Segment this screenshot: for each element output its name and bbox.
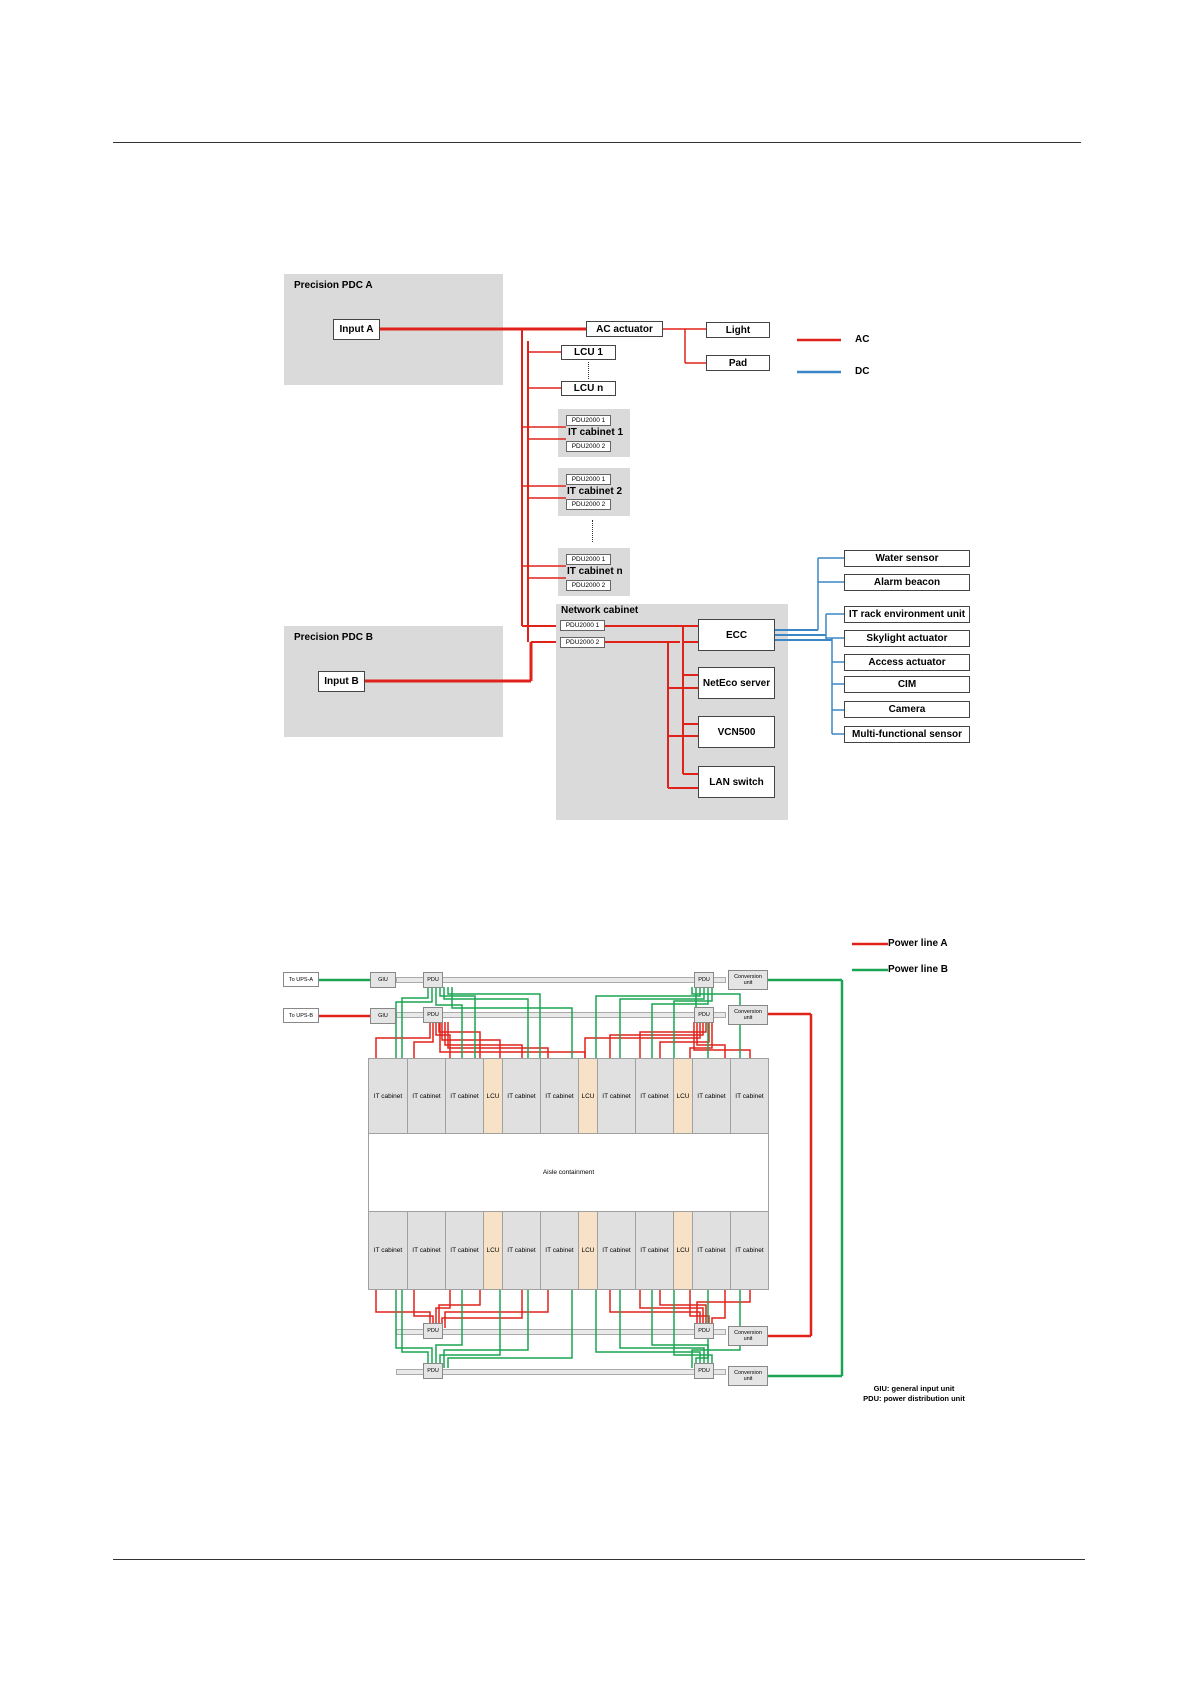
rack-bottom-7: LCU xyxy=(578,1211,598,1290)
pdu-a-top-right: PDU xyxy=(694,972,714,988)
lan-switch-box: LAN switch xyxy=(698,766,775,798)
busbar-a-bottom xyxy=(396,1369,726,1375)
rack-top-11: IT cabinet xyxy=(692,1058,731,1134)
rack-bottom-8: IT cabinet xyxy=(597,1211,636,1290)
vcn500-box: VCN500 xyxy=(698,716,775,748)
giu-a-box: GIU xyxy=(370,972,396,988)
rack-top-7: LCU xyxy=(578,1058,598,1134)
sensor-camera: Camera xyxy=(844,701,970,718)
conversion-unit-a-bottom: Conversion unit xyxy=(728,1366,768,1386)
busbar-a-top xyxy=(396,977,726,983)
pdu-a-top-left: PDU xyxy=(423,972,443,988)
legend-dc-label: DC xyxy=(855,366,870,377)
rack-top-9: IT cabinet xyxy=(635,1058,674,1134)
it-cabinet-n-title: IT cabinet n xyxy=(567,566,623,577)
header-rule xyxy=(113,142,1081,143)
rack-top-10: LCU xyxy=(673,1058,693,1134)
legend-power-line-a: Power line A xyxy=(888,938,948,949)
pdu-b-bottom-left: PDU xyxy=(423,1323,443,1339)
rack-top-2: IT cabinet xyxy=(407,1058,446,1134)
footer-rule xyxy=(113,1559,1085,1560)
rack-top-6: IT cabinet xyxy=(540,1058,579,1134)
rack-top-12: IT cabinet xyxy=(730,1058,769,1134)
sensor-multi-functional: Multi-functional sensor xyxy=(844,726,970,743)
ac-actuator-box: AC actuator xyxy=(586,321,663,337)
legend-ac-label: AC xyxy=(855,334,870,345)
rack-bottom-1: IT cabinet xyxy=(368,1211,408,1290)
to-ups-a-box: To UPS-A xyxy=(283,972,319,987)
to-ups-b-box: To UPS-B xyxy=(283,1008,319,1023)
neteco-server-box: NetEco server xyxy=(698,667,775,699)
rack-bottom-4: LCU xyxy=(483,1211,503,1290)
rack-top-5: IT cabinet xyxy=(502,1058,541,1134)
sensor-water: Water sensor xyxy=(844,550,970,567)
sensor-skylight-actuator: Skylight actuator xyxy=(844,630,970,647)
conversion-unit-a-top: Conversion unit xyxy=(728,970,768,990)
rack-bottom-6: IT cabinet xyxy=(540,1211,579,1290)
rack-top-3: IT cabinet xyxy=(445,1058,484,1134)
sensor-cim: CIM xyxy=(844,676,970,693)
light-box: Light xyxy=(706,322,770,338)
pdu-b-top-left: PDU xyxy=(423,1007,443,1023)
input-a-box: Input A xyxy=(333,319,380,340)
pdu-a-bottom-left: PDU xyxy=(423,1363,443,1379)
it-cabinet-1-pdu1: PDU2000 1 xyxy=(566,415,611,426)
it-cabinet-n-pdu2: PDU2000 2 xyxy=(566,580,611,591)
rack-top-1: IT cabinet xyxy=(368,1058,408,1134)
zone-pdc-b-title: Precision PDC B xyxy=(294,632,373,643)
aisle-containment: Aisle containment xyxy=(368,1133,769,1212)
it-cabinet-1-title: IT cabinet 1 xyxy=(568,427,624,438)
note-pdu: PDU: power distribution unit xyxy=(863,1394,965,1403)
pdu-b-top-right: PDU xyxy=(694,1007,714,1023)
pdu-a-bottom-right: PDU xyxy=(694,1363,714,1379)
rack-bottom-2: IT cabinet xyxy=(407,1211,446,1290)
it-cabinet-2-title: IT cabinet 2 xyxy=(567,486,623,497)
network-pdu-1: PDU2000 1 xyxy=(560,620,605,631)
zone-network-cabinet-title: Network cabinet xyxy=(561,605,639,616)
sensor-it-rack-env: IT rack environment unit xyxy=(844,606,970,623)
note-giu: GIU: general input unit xyxy=(873,1384,955,1393)
rack-bottom-11: IT cabinet xyxy=(692,1211,731,1290)
rack-bottom-10: LCU xyxy=(673,1211,693,1290)
input-b-box: Input B xyxy=(318,671,365,692)
it-cabinet-2-pdu1: PDU2000 1 xyxy=(566,474,611,485)
ecc-box: ECC xyxy=(698,619,775,651)
rack-bottom-12: IT cabinet xyxy=(730,1211,769,1290)
legend-power-line-b: Power line B xyxy=(888,964,949,975)
rack-bottom-3: IT cabinet xyxy=(445,1211,484,1290)
zone-pdc-a-title: Precision PDC A xyxy=(294,280,373,291)
sensor-access-actuator: Access actuator xyxy=(844,654,970,671)
rack-top-4: LCU xyxy=(483,1058,503,1134)
pdu-b-bottom-right: PDU xyxy=(694,1323,714,1339)
rack-top-8: IT cabinet xyxy=(597,1058,636,1134)
sensor-alarm-beacon: Alarm beacon xyxy=(844,574,970,591)
lcu-ellipsis xyxy=(588,362,589,379)
it-cabinet-2-pdu2: PDU2000 2 xyxy=(566,499,611,510)
pad-box: Pad xyxy=(706,355,770,371)
rack-bottom-9: IT cabinet xyxy=(635,1211,674,1290)
lcu-n-box: LCU n xyxy=(561,381,616,396)
lcu-1-box: LCU 1 xyxy=(561,345,616,360)
it-cabinet-1-pdu2: PDU2000 2 xyxy=(566,441,611,452)
rack-bottom-5: IT cabinet xyxy=(502,1211,541,1290)
it-cabinet-n-pdu1: PDU2000 1 xyxy=(566,554,611,565)
it-cabinet-ellipsis xyxy=(592,520,593,542)
network-pdu-2: PDU2000 2 xyxy=(560,637,605,648)
conversion-unit-b-top: Conversion unit xyxy=(728,1005,768,1025)
conversion-unit-b-bottom: Conversion unit xyxy=(728,1326,768,1346)
giu-b-box: GIU xyxy=(370,1008,396,1024)
